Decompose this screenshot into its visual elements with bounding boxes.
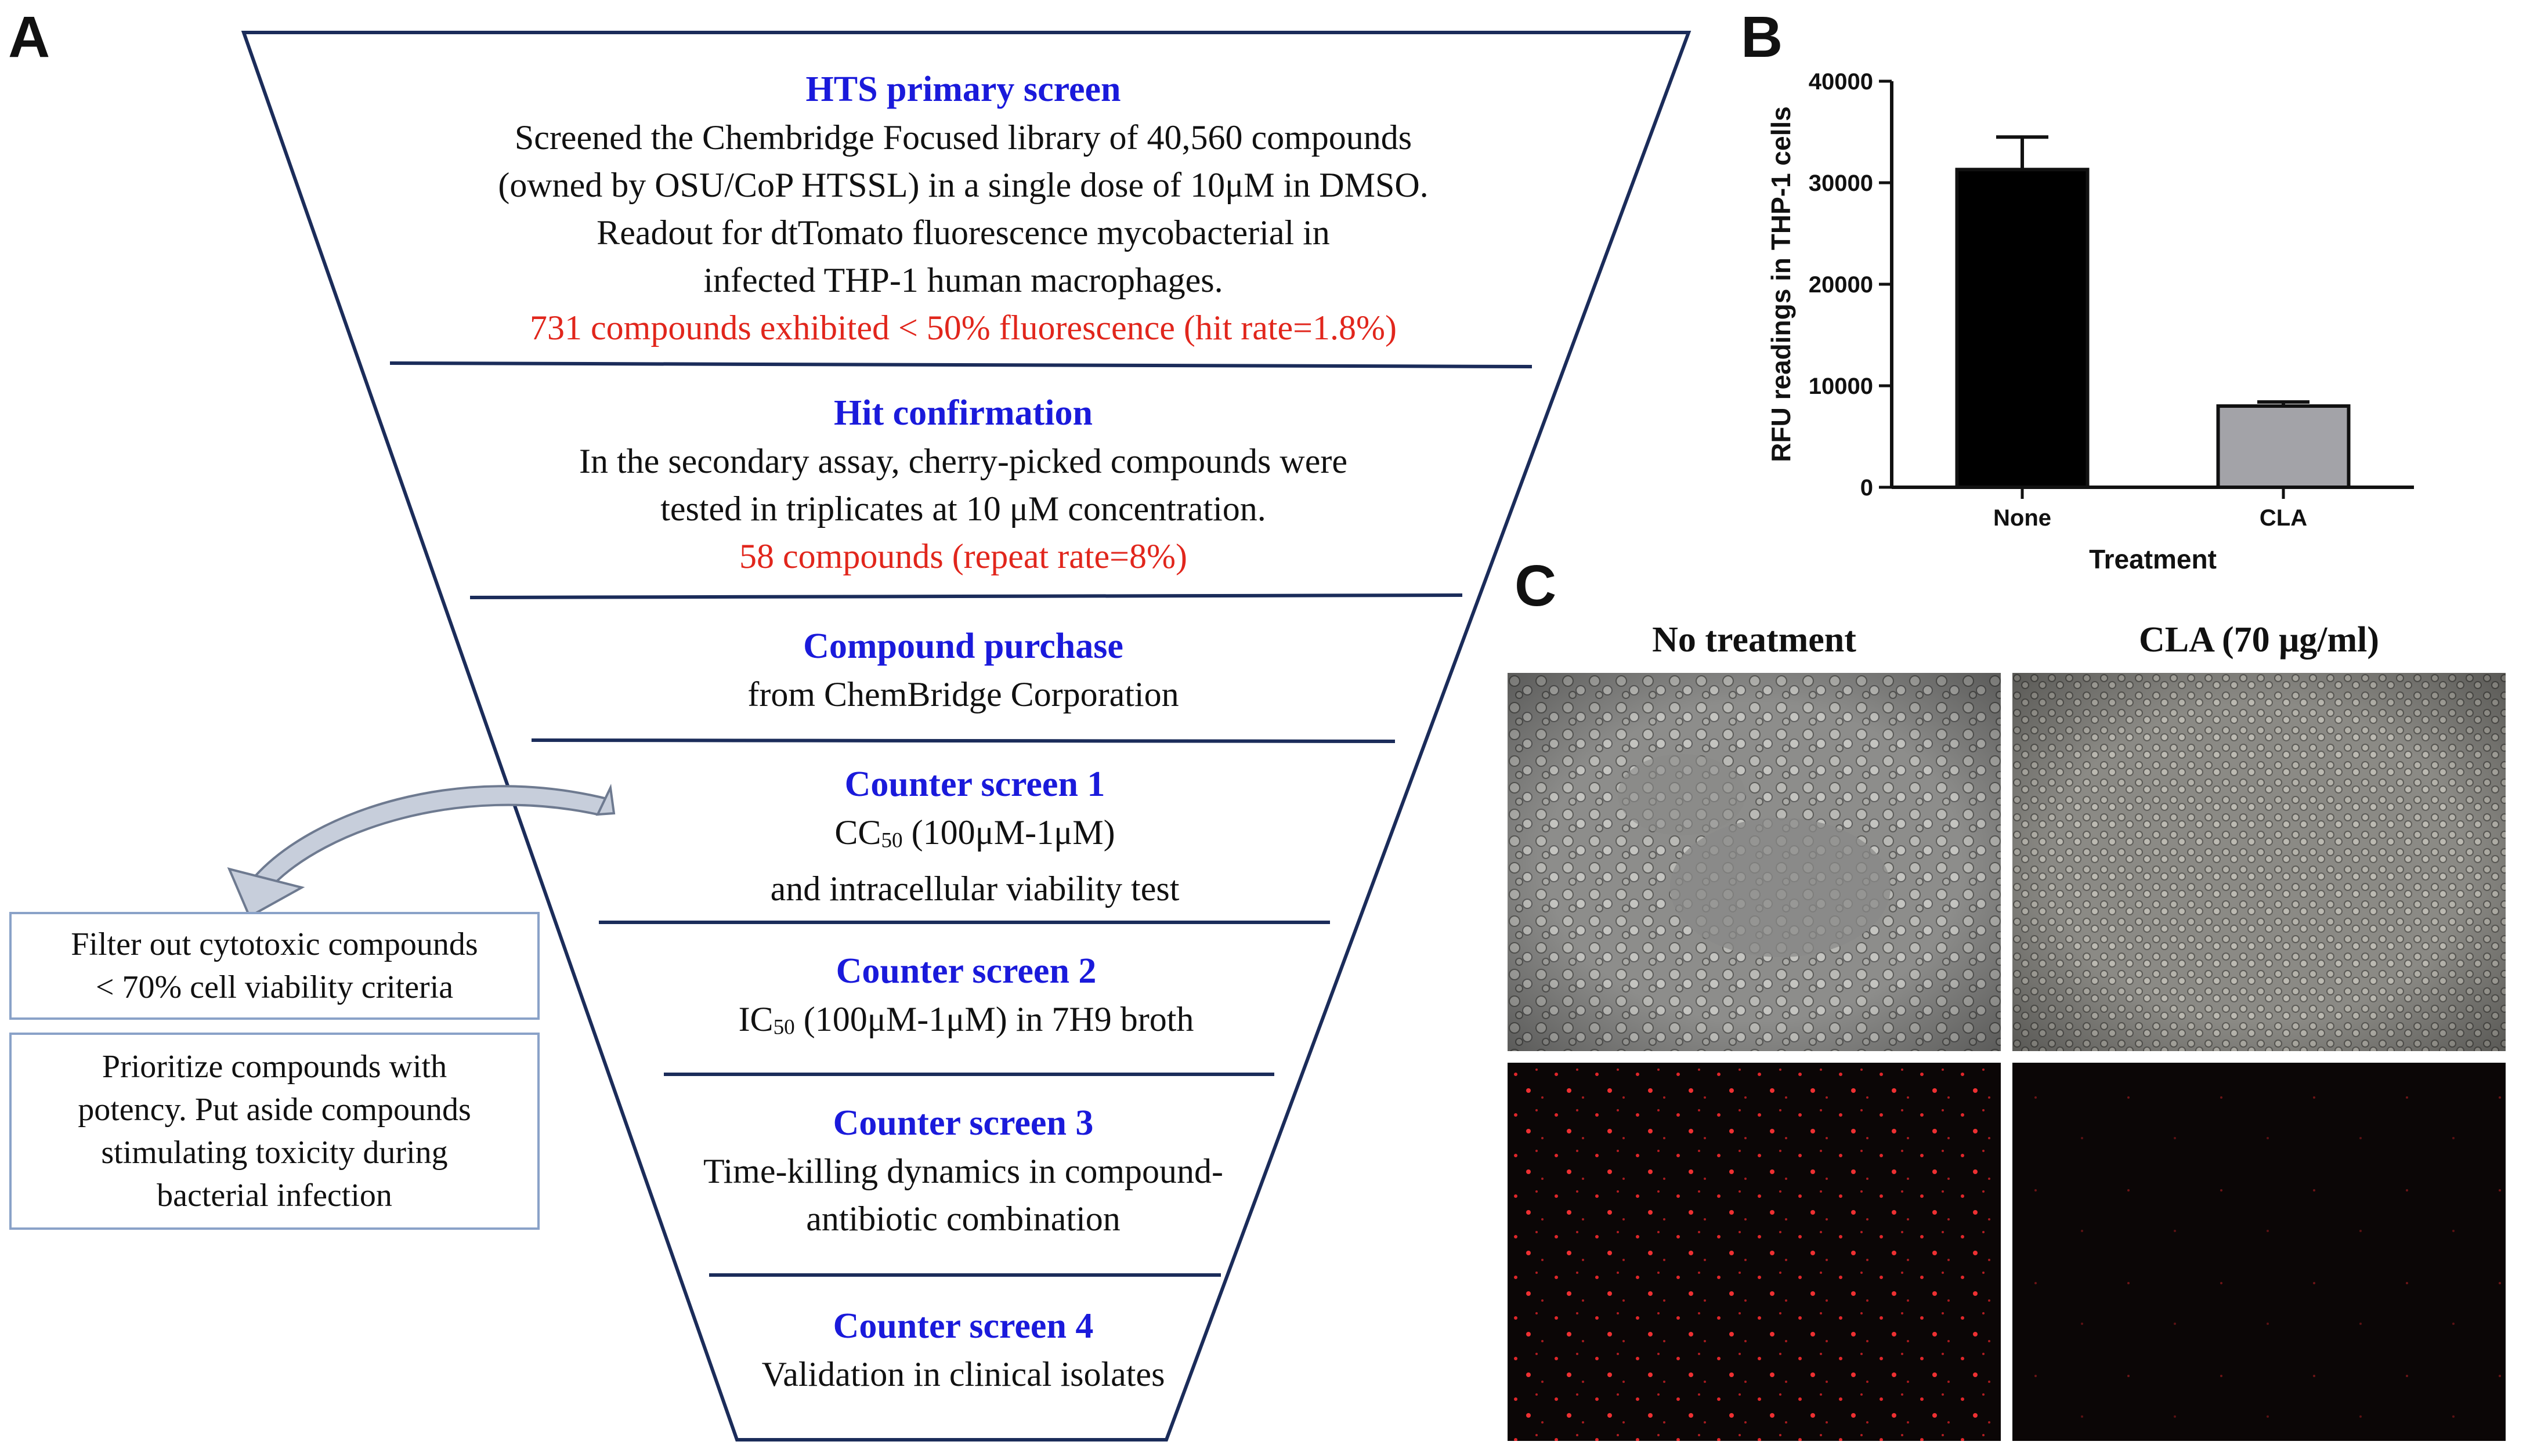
y-tick-label: 40000 <box>1809 69 1873 95</box>
stage-title: Compound purchase <box>803 626 1123 666</box>
stage-hit-rate: 731 compounds exhibited < 50% fluorescen… <box>530 309 1397 347</box>
stage-text: from ChemBridge Corporation <box>747 675 1179 713</box>
note-box-filter-cytotoxic: Filter out cytotoxic compounds < 70% cel… <box>9 912 540 1020</box>
stage-text: Readout for dtTomato fluorescence mycoba… <box>597 213 1330 252</box>
stage-title: Hit confirmation <box>834 393 1093 433</box>
stage-title: Counter screen 1 <box>844 765 1105 804</box>
funnel-divider <box>469 593 1463 599</box>
stage-title: Counter screen 2 <box>836 951 1097 991</box>
micrograph-fluorescence-cla <box>2012 1063 2506 1441</box>
micrograph-header-no-treatment: No treatment <box>1652 620 1856 660</box>
note-box-prioritize-potency: Prioritize compounds with potency. Put a… <box>9 1033 540 1230</box>
curved-arrow <box>227 784 616 918</box>
y-axis-title: RFU readings in THP-1 cells <box>1766 106 1796 462</box>
note-text: stimulating toxicity during <box>101 1135 448 1171</box>
note-text: Filter out cytotoxic compounds <box>71 926 478 962</box>
stage-compound-purchase: Compound purchase from ChemBridge Corpor… <box>557 622 1369 718</box>
stage-title: HTS primary screen <box>805 70 1121 109</box>
note-text: potency. Put aside compounds <box>78 1092 471 1128</box>
stage-text: IC50 (100μM-1μM) in 7H9 broth <box>738 1000 1194 1040</box>
note-text: Prioritize compounds with <box>102 1049 447 1085</box>
stage-counter-screen-2: Counter screen 2 IC50 (100μM-1μM) in 7H9… <box>650 947 1282 1052</box>
y-tick-label: 0 <box>1860 475 1873 501</box>
stage-text: antibiotic combination <box>806 1200 1121 1238</box>
micrograph-header-cla: CLA (70 μg/ml) <box>2138 620 2380 660</box>
stage-text: CC50 (100μM-1μM) <box>834 813 1115 853</box>
bar-cla <box>2216 404 2351 489</box>
y-tick-label: 20000 <box>1809 272 1873 298</box>
x-tick-label: CLA <box>2260 505 2307 531</box>
stage-text: infected THP-1 human macrophages. <box>703 261 1223 299</box>
micrograph-brightfield-no-treatment <box>1508 673 2001 1051</box>
funnel-outline <box>241 31 1692 1441</box>
micrograph-fluorescence-no-treatment <box>1508 1063 2001 1441</box>
y-tick-label: 30000 <box>1809 171 1873 196</box>
stage-title: Counter screen 3 <box>833 1103 1094 1143</box>
panel-label-a: A <box>8 5 50 70</box>
x-axis-title: Treatment <box>2089 544 2217 574</box>
note-text: < 70% cell viability criteria <box>95 969 454 1005</box>
stage-text: and intracellular viability test <box>770 869 1180 908</box>
x-tick-label: None <box>1993 505 2051 531</box>
stage-repeat-rate: 58 compounds (repeat rate=8%) <box>739 537 1187 575</box>
y-tick-label: 10000 <box>1809 374 1873 399</box>
stage-text: Screened the Chembridge Focused library … <box>514 118 1412 157</box>
stage-text: Validation in clinical isolates <box>761 1355 1165 1393</box>
stage-text: (owned by OSU/CoP HTSSL) in a single dos… <box>498 166 1429 204</box>
stage-title: Counter screen 4 <box>833 1306 1094 1346</box>
funnel-divider <box>531 738 1396 743</box>
funnel-divider <box>389 361 1533 368</box>
stage-text: In the secondary assay, cherry-picked co… <box>579 442 1347 480</box>
stage-text: tested in triplicates at 10 μM concentra… <box>660 490 1266 528</box>
note-text: bacterial infection <box>157 1178 392 1214</box>
bar-none <box>1955 168 2090 489</box>
stage-hit-confirmation: Hit confirmation In the secondary assay,… <box>441 389 1486 580</box>
micrograph-brightfield-cla <box>2012 673 2506 1051</box>
stage-hts-primary-screen: HTS primary screen Screened the Chembrid… <box>325 65 1602 352</box>
panel-label-c: C <box>1515 553 1557 618</box>
panel-label-b: B <box>1741 5 1783 70</box>
stage-counter-screen-4: Counter screen 4 Validation in clinical … <box>696 1302 1230 1398</box>
stage-counter-screen-3: Counter screen 3 Time-killing dynamics i… <box>644 1099 1282 1243</box>
stage-counter-screen-1: Counter screen 1 CC50 (100μM-1μM) and in… <box>615 760 1335 912</box>
stage-text: Time-killing dynamics in compound- <box>703 1152 1224 1190</box>
